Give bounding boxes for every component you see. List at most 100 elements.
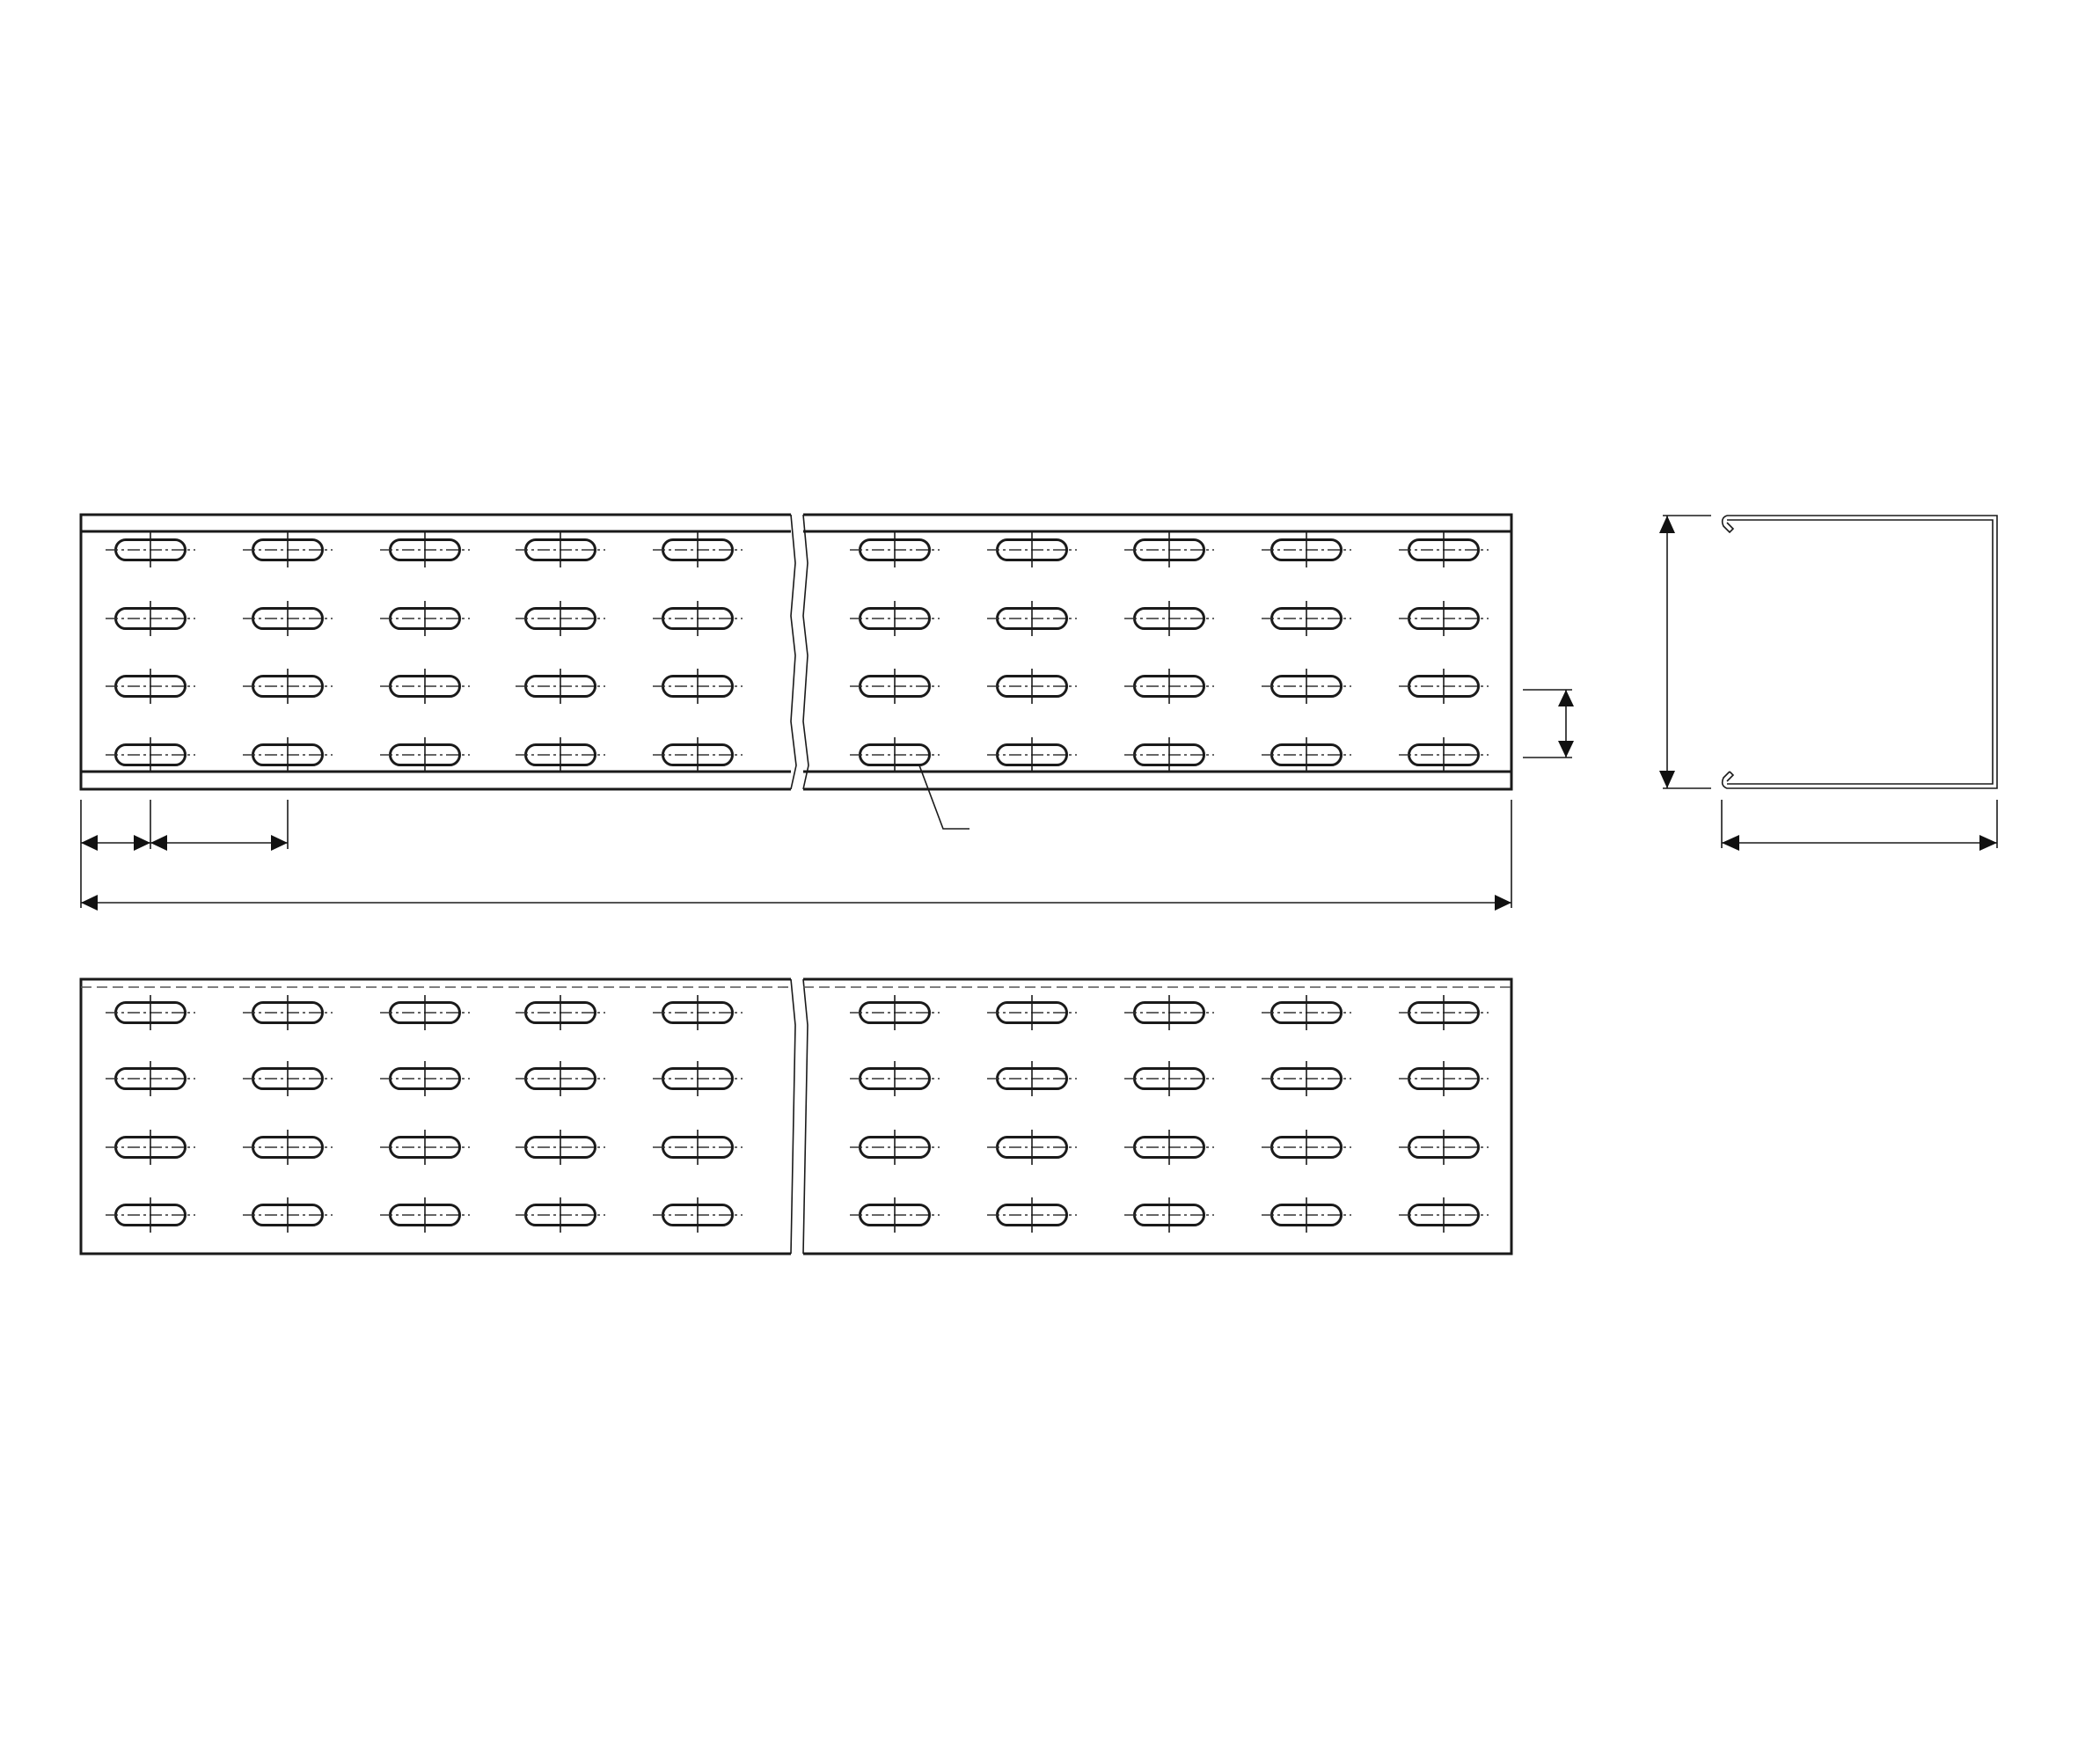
slot	[1124, 532, 1214, 567]
slot	[987, 1130, 1077, 1165]
slot	[243, 669, 333, 704]
break-line-right	[802, 978, 809, 1255]
slot	[1262, 1130, 1351, 1165]
slot	[516, 532, 605, 567]
slot	[516, 737, 605, 772]
slot	[1124, 737, 1214, 772]
slot	[987, 995, 1077, 1030]
slot	[1399, 1130, 1489, 1165]
slot	[380, 532, 470, 567]
side-view	[79, 977, 1513, 1255]
slot	[380, 1130, 470, 1165]
top-view-left-outline	[79, 513, 791, 791]
slot	[653, 1130, 743, 1165]
slot	[243, 737, 333, 772]
arrowhead	[1722, 835, 1739, 851]
slot	[380, 669, 470, 704]
slot	[106, 532, 195, 567]
profile-lip-top	[1721, 515, 1735, 534]
cross-section-view	[1659, 515, 1998, 851]
slot	[1262, 1197, 1351, 1233]
arrowhead	[1659, 771, 1675, 788]
slot	[850, 1197, 940, 1233]
arrowhead	[134, 835, 150, 851]
slot	[1399, 737, 1489, 772]
slot	[850, 995, 940, 1030]
slot	[106, 1197, 195, 1233]
slot	[653, 532, 743, 567]
slot	[1124, 1197, 1214, 1233]
slot	[516, 601, 605, 636]
slot	[1399, 1061, 1489, 1096]
slot	[1124, 1130, 1214, 1165]
arrowhead	[1979, 835, 1997, 851]
slot	[243, 995, 333, 1030]
side-view-left-outline	[79, 977, 791, 1255]
slot	[516, 1130, 605, 1165]
slot	[1124, 995, 1214, 1030]
slot	[1124, 1061, 1214, 1096]
slot	[243, 1061, 333, 1096]
slot	[243, 532, 333, 567]
slot	[1399, 532, 1489, 567]
slot	[516, 1061, 605, 1096]
top-view	[79, 513, 1574, 911]
slot	[653, 1061, 743, 1096]
slot	[850, 532, 940, 567]
slot	[380, 601, 470, 636]
slot	[380, 1061, 470, 1096]
slot	[653, 995, 743, 1030]
slot	[380, 737, 470, 772]
slot	[106, 1130, 195, 1165]
slot	[516, 1197, 605, 1233]
slot	[380, 1197, 470, 1233]
arrowhead	[271, 835, 288, 851]
slot	[1124, 601, 1214, 636]
slot	[106, 669, 195, 704]
arrowhead	[150, 835, 167, 851]
break-line-right	[802, 514, 809, 790]
slot	[850, 601, 940, 636]
slot	[987, 601, 1077, 636]
side-view-right-outline	[803, 977, 1513, 1255]
slot	[243, 1130, 333, 1165]
slot	[243, 601, 333, 636]
slot	[653, 669, 743, 704]
break-line-left	[790, 514, 797, 790]
slot	[1262, 737, 1351, 772]
top-view-right-outline	[803, 513, 1513, 791]
arrowhead	[1558, 690, 1574, 706]
slot	[653, 601, 743, 636]
slot	[516, 669, 605, 704]
profile-outer	[1721, 515, 1998, 789]
slot	[1399, 1197, 1489, 1233]
slot	[1399, 669, 1489, 704]
slot	[1399, 995, 1489, 1030]
slot	[380, 995, 470, 1030]
arrowhead	[81, 895, 98, 911]
arrowhead	[1495, 895, 1511, 911]
slot	[653, 737, 743, 772]
slot	[1262, 669, 1351, 704]
slot	[653, 1197, 743, 1233]
slot	[850, 669, 940, 704]
slot	[1262, 1061, 1351, 1096]
slot	[1262, 995, 1351, 1030]
slot	[850, 737, 940, 772]
slot	[1399, 601, 1489, 636]
slot	[1262, 601, 1351, 636]
slot	[1124, 669, 1214, 704]
break-line-left	[790, 978, 796, 1255]
arrowhead	[1558, 741, 1574, 758]
slot	[987, 669, 1077, 704]
top-view-slots	[106, 532, 1489, 772]
slot	[106, 1061, 195, 1096]
slot	[106, 601, 195, 636]
profile-lip-bottom	[1726, 771, 1735, 782]
slot	[516, 995, 605, 1030]
slot	[987, 532, 1077, 567]
arrowhead	[1659, 516, 1675, 533]
slot	[850, 1061, 940, 1096]
leader-line	[918, 765, 969, 830]
